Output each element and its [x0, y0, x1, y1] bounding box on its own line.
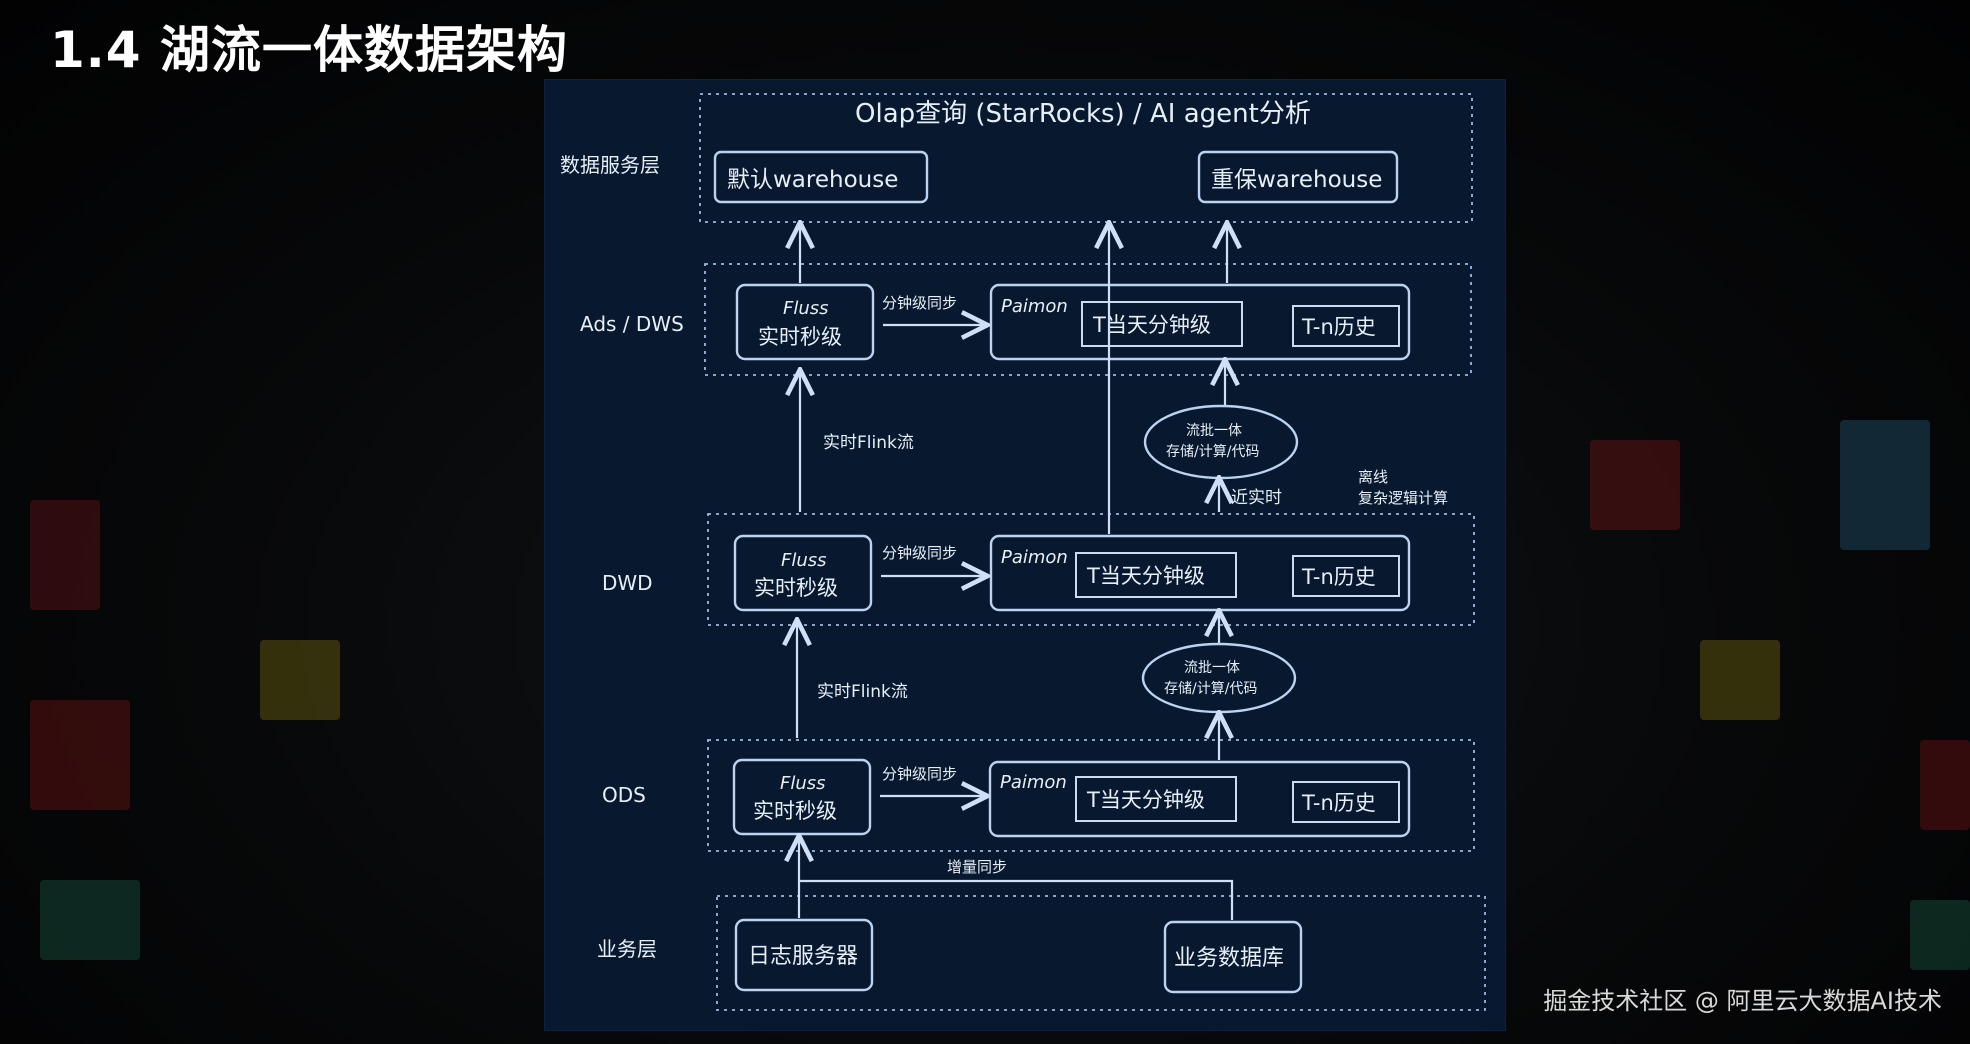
background-decoration	[30, 700, 130, 810]
layer-label-business: 业务层	[597, 937, 657, 961]
paimon-today-ads: T当天分钟级	[1092, 313, 1211, 337]
log-server-label: 日志服务器	[748, 944, 858, 969]
sync-label-ads: 分钟级同步	[882, 294, 957, 312]
unified-ellipse-upper	[1143, 404, 1299, 480]
flink-label-lower: 实时Flink流	[817, 682, 908, 702]
unified-line1-upper: 流批一体	[1186, 423, 1242, 439]
business-db-box	[1163, 920, 1303, 994]
paimon-today-box-dwd	[1075, 552, 1237, 598]
ads-dws-layer-region	[704, 263, 1472, 376]
paimon-box-dwd	[989, 534, 1411, 612]
paimon-box-ads	[989, 283, 1411, 361]
paimon-name-dwd: Paimon	[1001, 547, 1068, 568]
background-decoration	[40, 880, 140, 960]
layer-label-ads-dws: Ads / DWS	[580, 312, 684, 336]
background-decoration	[1700, 640, 1780, 720]
fluss-desc-dwd: 实时秒级	[754, 576, 838, 600]
paimon-today-dwd: T当天分钟级	[1086, 564, 1205, 588]
fluss-name-dwd: Fluss	[781, 550, 827, 571]
layer-label-service: 数据服务层	[560, 153, 660, 177]
business-layer-region	[716, 895, 1486, 1011]
paimon-box-ods	[988, 760, 1411, 838]
background-decoration	[260, 640, 340, 720]
unified-ellipse-lower	[1141, 642, 1297, 714]
background-decoration	[1910, 900, 1970, 970]
watermark: 掘金技术社区 @ 阿里云大数据AI技术	[1543, 987, 1942, 1015]
unified-line2-lower: 存储/计算/代码	[1164, 681, 1257, 697]
ods-layer-region	[707, 739, 1475, 852]
paimon-history-dwd: T-n历史	[1301, 565, 1376, 589]
paimon-history-box-ads	[1292, 305, 1400, 347]
dwd-layer-region	[707, 513, 1475, 626]
olap-query-label: Olap查询 (StarRocks) / AI agent分析	[855, 99, 1311, 129]
sync-label-ods: 分钟级同步	[882, 765, 957, 783]
near-realtime-label: 近实时	[1231, 488, 1282, 508]
layer-label-ods: ODS	[602, 783, 646, 807]
priority-warehouse-box	[1197, 150, 1399, 204]
offline-line1: 离线	[1358, 468, 1388, 486]
fluss-box-ads	[735, 283, 875, 361]
paimon-today-ods: T当天分钟级	[1086, 788, 1205, 812]
paimon-history-ods: T-n历史	[1301, 791, 1376, 815]
paimon-name-ods: Paimon	[1000, 772, 1067, 793]
default-warehouse-box	[713, 150, 929, 204]
increment-sync-label: 增量同步	[947, 858, 1007, 876]
service-layer-region	[699, 93, 1473, 223]
fluss-box-dwd	[733, 534, 873, 612]
increment-sync-connector	[799, 879, 1234, 920]
background-decoration	[1840, 420, 1930, 550]
log-server-box	[734, 918, 874, 992]
unified-line2-upper: 存储/计算/代码	[1166, 444, 1259, 460]
unified-line1-lower: 流批一体	[1184, 660, 1240, 676]
priority-warehouse-label: 重保warehouse	[1211, 167, 1382, 193]
fluss-name-ods: Fluss	[780, 773, 826, 794]
paimon-history-ads: T-n历史	[1301, 315, 1376, 339]
sync-label-dwd: 分钟级同步	[882, 544, 957, 562]
background-decoration	[30, 500, 100, 610]
paimon-today-box-ads	[1081, 301, 1243, 347]
diagram-canvas: 数据服务层 Ads / DWS DWD ODS 业务层 Olap查询 (Star…	[560, 93, 1486, 1011]
fluss-name-ads: Fluss	[783, 298, 829, 319]
background-decoration	[1590, 440, 1680, 530]
flink-label-upper: 实时Flink流	[823, 433, 914, 453]
layer-label-dwd: DWD	[602, 571, 653, 595]
fluss-desc-ads: 实时秒级	[758, 325, 842, 349]
background-decoration	[1920, 740, 1970, 830]
page-title: 1.4 湖流一体数据架构	[50, 21, 568, 79]
paimon-history-box-ods	[1292, 781, 1400, 823]
architecture-diagram: 数据服务层 Ads / DWS DWD ODS 业务层 Olap查询 (Star…	[545, 80, 1505, 1030]
paimon-today-box-ods	[1075, 776, 1237, 822]
business-db-label: 业务数据库	[1174, 946, 1284, 971]
offline-line2: 复杂逻辑计算	[1358, 489, 1448, 507]
paimon-name-ads: Paimon	[1001, 296, 1068, 317]
paimon-history-box-dwd	[1292, 555, 1400, 597]
fluss-desc-ods: 实时秒级	[753, 799, 837, 823]
default-warehouse-label: 默认warehouse	[727, 167, 898, 193]
